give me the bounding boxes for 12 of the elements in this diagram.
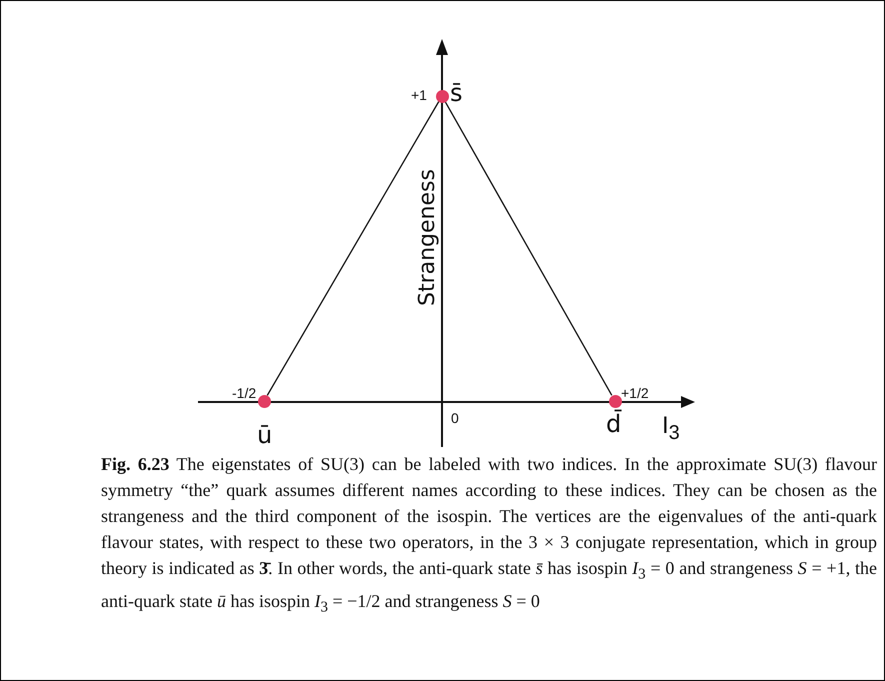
tick-label: +1 (411, 88, 427, 102)
tick-label: 0 (451, 411, 459, 425)
quark-label: ū (257, 423, 272, 447)
figure-caption: Fig. 6.23 The eigenstates of SU(3) can be labeled with two indices. In the approximate SU(3) flavour symmetry “the” quark assumes different names according to these indices. They can be chosen as the strangeness and the third component of the isospin. The vertices are the eigenvalues of the anti-quark flavour states, with respect to these two operators, in the 3 × 3 conjugate representation, which in group theory is indicated as 3̄. In other words, the anti-quark state s̄ has isospin I$_{3}$ = 0 and strangeness S = +1, the anti-quark state ū has isospin I$_{3}$ = −1/2 and strangeness S = 0 (101, 453, 877, 618)
quark-label: d̄ (606, 412, 622, 436)
quark-label: s̄ (450, 81, 463, 105)
tick-label: +1/2 (621, 386, 649, 400)
triangle-side (444, 101, 612, 396)
triangle-side (266, 101, 440, 396)
tick-label: -1/2 (232, 386, 256, 400)
axis-title: Strangeness (417, 169, 439, 306)
axis-label: I$_{3}$ (662, 414, 680, 443)
